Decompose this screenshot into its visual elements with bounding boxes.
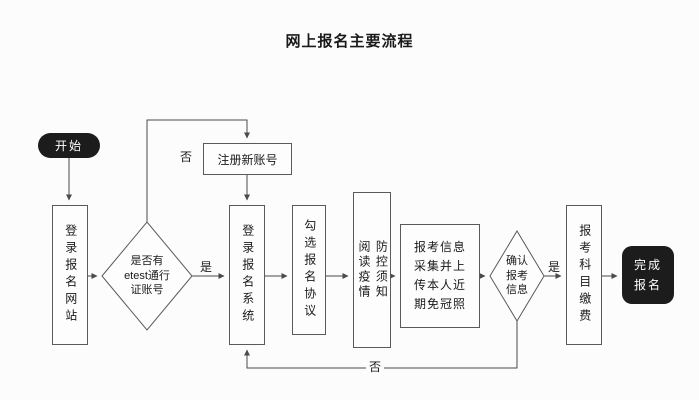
node-decision-confirm-info: 确认 报考 信息: [506, 254, 528, 297]
diagram-title: 网上报名主要流程: [285, 33, 414, 50]
edge-label-yes-left: 是: [200, 260, 213, 274]
edge-label-yes-right: 是: [548, 260, 561, 274]
node-info-collect-upload-photo: 报考信息 采集并上 传本人近 期免冠照: [400, 224, 480, 328]
node-read-epidemic-notice: 阅读疫情 防控须知: [353, 192, 391, 348]
node-login-site: 登录报名网站: [52, 205, 88, 345]
edge-label-no-bottom: 否: [366, 360, 385, 374]
node-login-system: 登录报名系统: [229, 205, 265, 345]
node-decision-has-account: 是否有 etest通行 证账号: [124, 254, 170, 297]
node-register-new-account: 注册新账号: [203, 143, 292, 175]
node-end-complete: 完成 报名: [622, 246, 674, 304]
edge-label-no-top: 否: [180, 150, 193, 164]
node-start: 开始: [38, 133, 100, 158]
node-check-agreement: 勾选报名协议: [292, 205, 326, 335]
node-pay-subjects: 报考科目缴费: [566, 205, 602, 345]
